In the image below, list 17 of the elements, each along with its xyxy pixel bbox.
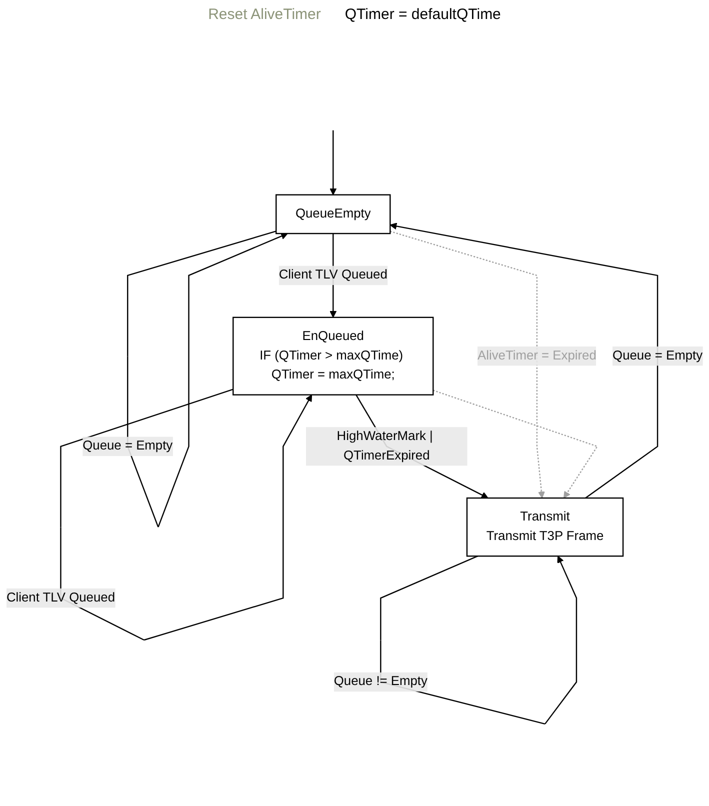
edge-label: AliveTimer = Expired: [477, 348, 596, 363]
edge-label: Queue != Empty: [334, 674, 428, 688]
transition-arrow: [390, 222, 658, 499]
transition-note: QTimer = defaultQTime: [344, 6, 501, 23]
arrow: [127, 230, 288, 528]
transition-arrow: [390, 230, 545, 498]
edge-label: Client TLV Queued: [278, 268, 388, 282]
node-box: Transmit Transmit T3P Frame: [466, 497, 624, 557]
node-box: QueueEmpty: [276, 194, 391, 234]
transition-note: Reset AliveTimer: [208, 6, 321, 23]
edge-label: HighWaterMark | QTimerExpired: [336, 429, 433, 463]
edge-label: Client TLV Queued: [6, 590, 116, 604]
node-box: EnQueued IF (QTimer > maxQTime) QTimer = maxQTime;: [232, 316, 434, 396]
edge-label: Queue = Empty: [82, 439, 173, 453]
transition-arrow: [432, 390, 598, 498]
transition-arrow: [330, 130, 337, 196]
edge-label: Queue = Empty: [612, 348, 703, 363]
